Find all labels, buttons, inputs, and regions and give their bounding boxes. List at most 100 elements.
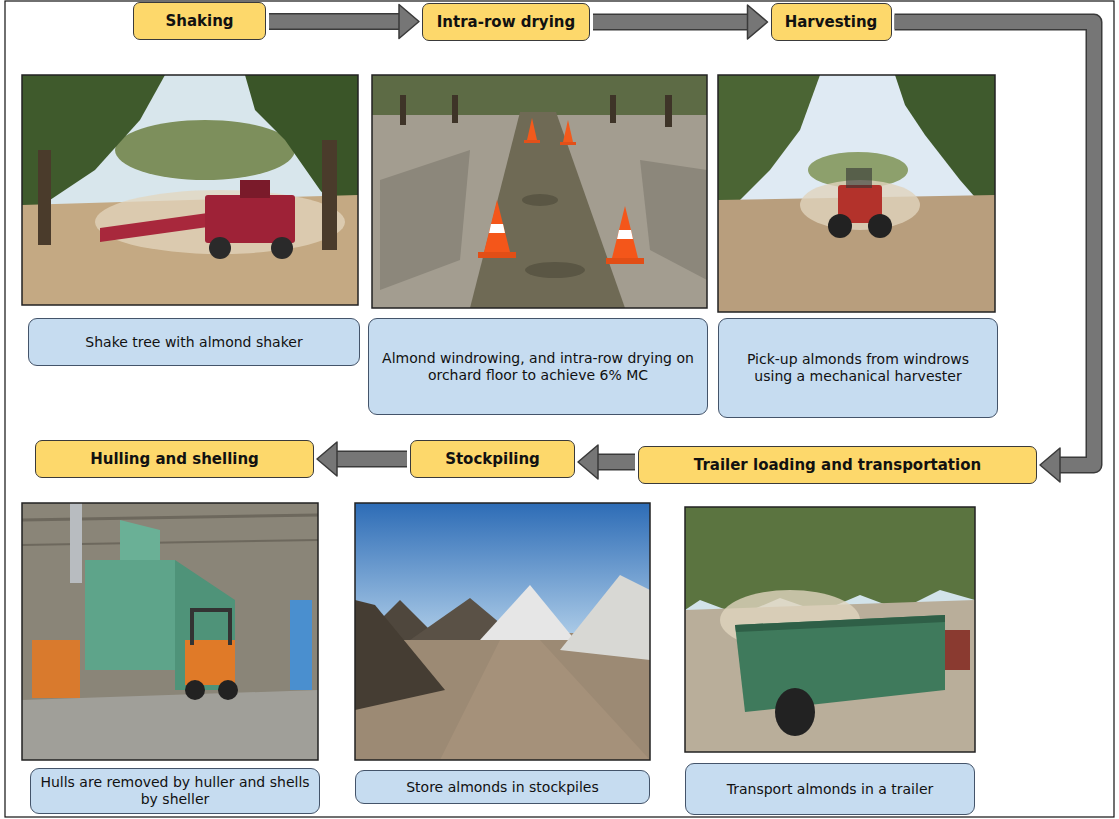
stockpile-photo-part	[355, 600, 445, 710]
drying-photo	[372, 75, 707, 308]
drying-photo-part	[372, 75, 707, 115]
drying-photo-part	[372, 75, 707, 308]
caption-text: Shake tree with almond shaker	[85, 334, 302, 351]
shaking-photo-part	[22, 75, 358, 305]
outer-frame	[5, 1, 1114, 817]
trailer-photo	[685, 507, 975, 752]
flow-arrow	[269, 5, 419, 39]
hulling-photo-part	[22, 503, 318, 760]
drying-photo-part	[527, 118, 537, 140]
stage-header: Shaking	[133, 2, 266, 40]
drying-photo-part	[478, 252, 516, 258]
harvesting-photo-part	[718, 75, 820, 210]
shaking-photo	[22, 75, 358, 305]
drying-photo-part	[470, 112, 625, 308]
drying-photo-part	[372, 75, 707, 308]
arrow-outline	[596, 454, 635, 471]
caption-text: Almond windrowing, and intra-row drying …	[377, 350, 699, 384]
hulling-photo-part	[22, 540, 318, 545]
hulling-photo-part	[190, 608, 232, 612]
header-text: Harvesting	[785, 13, 878, 31]
hulling-photo-part	[175, 560, 235, 690]
drying-photo-part	[524, 140, 540, 143]
drying-photo-part	[484, 200, 510, 252]
stage-caption: Almond windrowing, and intra-row drying …	[368, 318, 708, 415]
shaking-photo-part	[209, 237, 231, 259]
drying-photo-part	[452, 95, 458, 123]
caption-text: Hulls are removed by huller and shells b…	[39, 774, 311, 808]
harvesting-photo-part	[828, 214, 852, 238]
arrow-head	[317, 442, 337, 476]
stage-caption: Transport almonds in a trailer	[685, 763, 975, 815]
arrow-head	[399, 5, 419, 39]
stage-caption: Hulls are removed by huller and shells b…	[30, 768, 320, 814]
drying-photo-part	[640, 160, 707, 280]
header-text: Stockpiling	[445, 450, 540, 468]
shaking-photo-part	[271, 237, 293, 259]
stockpile-photo	[355, 503, 650, 760]
arrow-shaft	[335, 452, 407, 466]
stage-header: Harvesting	[771, 3, 892, 41]
arrow-shaft	[593, 15, 750, 29]
stockpile-photo-part	[440, 640, 650, 760]
header-text: Intra-row drying	[437, 13, 575, 31]
hulling-photo-part	[85, 560, 175, 670]
hulling-photo-part	[120, 520, 160, 560]
trailer-photo-part	[735, 615, 945, 632]
stage-header: Hulling and shelling	[35, 440, 314, 478]
trailer-photo-part	[685, 507, 975, 752]
stockpile-photo-part	[355, 503, 650, 760]
stage-caption: Shake tree with almond shaker	[28, 318, 360, 366]
drying-photo-part	[617, 230, 633, 239]
drying-photo-part	[380, 150, 470, 290]
drying-photo-part	[610, 95, 616, 123]
stage-caption: Store almonds in stockpiles	[355, 770, 650, 804]
hulling-photo-part	[290, 600, 312, 690]
harvesting-photo-part	[718, 75, 995, 312]
shaking-photo-part	[100, 212, 215, 242]
hulling-photo-part	[228, 610, 232, 645]
caption-text: Transport almonds in a trailer	[727, 781, 934, 798]
hulling-photo-part	[70, 503, 82, 583]
flow-arrow	[593, 5, 768, 39]
drying-photo-part	[522, 194, 558, 206]
arrow-shaft	[596, 455, 635, 469]
header-text: Shaking	[165, 12, 233, 30]
shaking-photo-part	[322, 140, 337, 250]
stockpile-photo-part	[480, 585, 575, 640]
harvesting-photo-part	[718, 75, 995, 312]
drying-photo-part	[400, 95, 406, 125]
arrow-shaft	[269, 15, 401, 29]
caption-text: Store almonds in stockpiles	[406, 779, 599, 796]
hulling-photo-part	[22, 690, 318, 760]
arrow-head	[578, 445, 598, 479]
arrow-outline	[593, 14, 750, 31]
stockpile-photo-part	[355, 503, 650, 760]
shaking-photo-part	[240, 180, 270, 198]
harvesting-photo-part	[846, 168, 872, 188]
shaking-photo-part	[205, 195, 295, 243]
harvesting-photo-part	[808, 152, 908, 188]
drying-photo-part	[612, 206, 638, 258]
flow-arrow	[578, 445, 635, 479]
arrow-head	[1040, 448, 1060, 482]
stockpile-photo-part	[560, 575, 650, 660]
trailer-photo-part	[735, 615, 945, 712]
arrow-outline	[269, 13, 401, 30]
drying-photo-part	[489, 224, 505, 233]
hulling-photo-part	[22, 515, 318, 520]
stage-header: Stockpiling	[410, 440, 575, 478]
shaking-photo-part	[38, 150, 51, 245]
hulling-photo-part	[185, 680, 205, 700]
drying-photo-part	[560, 142, 576, 145]
header-text: Hulling and shelling	[90, 450, 259, 468]
harvesting-photo	[718, 75, 995, 312]
arrow-head	[748, 5, 768, 39]
hulling-photo-part	[185, 640, 235, 685]
trailer-photo-part	[775, 688, 815, 736]
stage-caption: Pick-up almonds from windrows using a me…	[718, 318, 998, 418]
arrow-outline	[335, 451, 407, 468]
drying-photo-part	[665, 95, 672, 127]
